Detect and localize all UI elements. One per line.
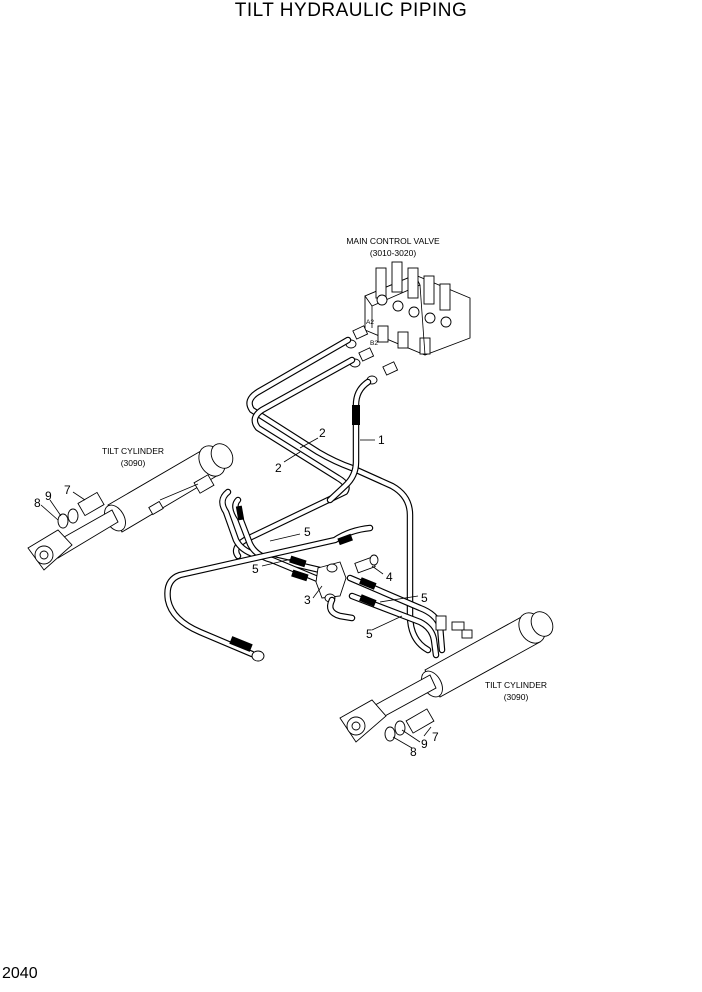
item-9-left-label: 9 bbox=[45, 489, 52, 503]
page-title: TILT HYDRAULIC PIPING bbox=[234, 0, 468, 21]
tilt-cylinder-right-ref: (3090) bbox=[504, 692, 529, 702]
item-2-lower-label: 2 bbox=[275, 461, 282, 475]
item-8-left-label: 8 bbox=[34, 496, 41, 510]
tilt-cylinder-right-name: TILT CYLINDER bbox=[485, 680, 547, 690]
tee-fitting bbox=[315, 561, 356, 622]
item-5-right-lower-label: 5 bbox=[366, 627, 373, 641]
tilt-cylinder-left-name: TILT CYLINDER bbox=[102, 446, 164, 456]
item-4-label: 4 bbox=[386, 570, 393, 584]
adapter-fitting bbox=[354, 554, 379, 574]
page-number: 2040 bbox=[2, 965, 38, 982]
item-7-right-label: 7 bbox=[432, 730, 439, 744]
hose-5-right-pair bbox=[346, 574, 473, 659]
hose-1 bbox=[326, 378, 372, 504]
main-control-valve-ref: (3010-3020) bbox=[370, 248, 416, 258]
left-cylinder-seals bbox=[57, 491, 105, 529]
item-5-right-upper-label: 5 bbox=[421, 591, 428, 605]
item-3-label: 3 bbox=[304, 593, 311, 607]
port-b2-label: B2 bbox=[370, 340, 378, 347]
item-7-left-label: 7 bbox=[64, 483, 71, 497]
tilt-cylinder-right bbox=[339, 611, 554, 743]
main-control-valve-name: MAIN CONTROL VALVE bbox=[346, 236, 440, 246]
item-1-label: 1 bbox=[378, 433, 385, 447]
hose-lower-loop bbox=[164, 524, 374, 662]
item-2-upper-label: 2 bbox=[319, 426, 326, 440]
item-5-left-upper-label: 5 bbox=[304, 525, 311, 539]
item-8-right-label: 8 bbox=[410, 745, 417, 759]
item-9-right-label: 9 bbox=[421, 737, 428, 751]
leader-lines bbox=[40, 437, 432, 749]
right-cylinder-seals bbox=[384, 708, 435, 742]
main-control-valve bbox=[364, 261, 471, 356]
tilt-cylinder-left bbox=[27, 443, 234, 571]
port-a2-label: A2 bbox=[366, 319, 374, 326]
item-5-left-lower-label: 5 bbox=[252, 562, 259, 576]
tilt-cylinder-left-ref: (3090) bbox=[121, 458, 146, 468]
